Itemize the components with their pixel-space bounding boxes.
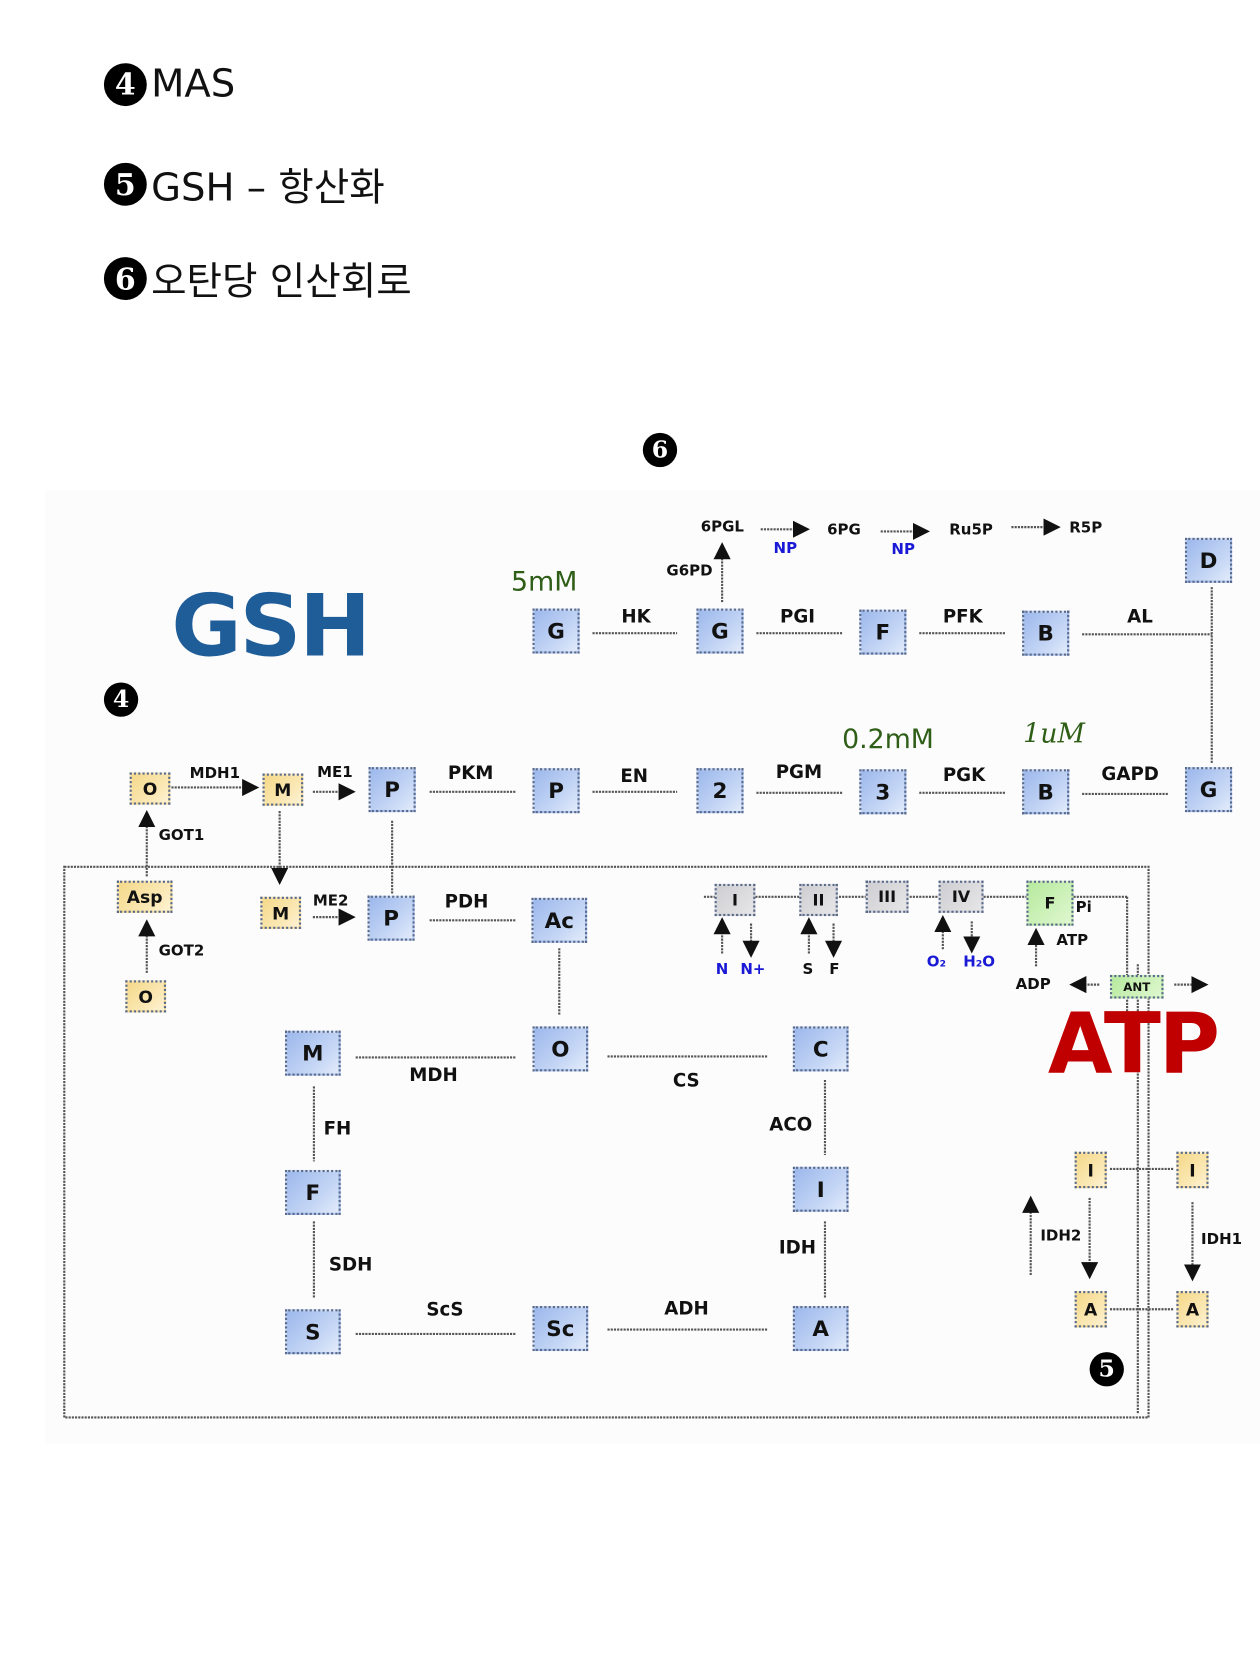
legend-label: MAS <box>151 62 236 107</box>
node-akg-mito: A <box>1074 1291 1107 1328</box>
node-fumarate: F <box>284 1169 341 1215</box>
node-succinyl-coa: Sc <box>532 1306 589 1352</box>
number-6-badge: 6 <box>103 257 147 300</box>
enzyme-scs: ScS <box>426 1299 464 1322</box>
node-bpg: B <box>1022 769 1070 815</box>
node-succinate: S <box>284 1309 341 1355</box>
node-oaa-cyto: O <box>129 772 171 805</box>
metabolite-ru5p: Ru5P <box>949 521 993 539</box>
node-pyruvate: P <box>368 767 416 813</box>
bpg-concentration: 1uM <box>1023 717 1085 749</box>
node-aspartate: Asp <box>116 880 173 913</box>
enzyme-g6pd: G6PD <box>666 562 713 580</box>
enzyme-me2: ME2 <box>312 892 349 910</box>
ant-transporter: ANT <box>1109 974 1164 999</box>
enzyme-hk: HK <box>621 606 651 628</box>
number-5-badge: 5 <box>103 162 147 206</box>
enzyme-mdh: MDH <box>409 1064 458 1087</box>
enzyme-got1: GOT1 <box>158 827 205 845</box>
enzyme-aco: ACO <box>769 1114 813 1136</box>
label-h2o: H₂O <box>963 953 996 971</box>
node-isocitrate-cyto: I <box>1176 1151 1209 1189</box>
node-akg: A <box>792 1306 849 1352</box>
node-acetyl-coa: Ac <box>531 897 588 943</box>
node-fbp: B <box>1022 610 1070 656</box>
node-malate-cyto: M <box>262 773 304 806</box>
label-o2: O₂ <box>926 953 947 971</box>
atp-heading: ATP <box>1047 996 1220 1093</box>
enzyme-me1: ME1 <box>317 763 353 782</box>
node-malate: M <box>284 1030 341 1076</box>
marker-6-badge: 6 <box>642 432 678 468</box>
enzyme-idh2: IDH2 <box>1040 1227 1082 1245</box>
enzyme-mdh1: MDH1 <box>189 764 241 783</box>
node-malate-mito: M <box>260 896 302 929</box>
node-g6p: G <box>696 608 744 654</box>
node-pep: P <box>532 768 580 814</box>
node-f6p: F <box>859 609 907 655</box>
label-atp: ATP <box>1056 932 1089 950</box>
node-isocitrate: I <box>792 1166 849 1212</box>
enzyme-pgi: PGI <box>779 606 816 628</box>
label-pi: Pi <box>1075 898 1092 917</box>
metabolite-r5p: R5P <box>1069 519 1103 537</box>
node-akg-cyto: A <box>1176 1291 1209 1328</box>
cofactor-np-1: NP <box>773 539 798 558</box>
label-nad-plus: N+ <box>740 961 766 979</box>
complex-i: I <box>714 883 756 917</box>
glucose-concentration: 5mM <box>511 565 578 597</box>
3pg-concentration: 0.2mM <box>842 723 934 755</box>
enzyme-idh1: IDH1 <box>1201 1231 1243 1249</box>
node-3pg: 3 <box>859 769 907 815</box>
node-citrate: C <box>792 1026 849 1072</box>
enzyme-adh: ADH <box>664 1298 709 1320</box>
number-4-badge: 4 <box>103 62 147 106</box>
legend-item-mas: 4 MAS <box>103 62 236 107</box>
complex-iv: IV <box>938 880 984 913</box>
atp-synthase: F <box>1026 880 1074 926</box>
cofactor-np-2: NP <box>891 541 915 559</box>
node-glucose: G <box>532 608 580 654</box>
node-dhap: D <box>1184 537 1233 583</box>
complex-ii: II <box>799 883 838 917</box>
marker-4-badge: 4 <box>103 682 139 717</box>
legend-item-ppp: 6 오탄당 인산회로 <box>103 251 412 307</box>
legend-label: 오탄당 인산회로 <box>151 260 412 305</box>
metabolite-6pgl: 6PGL <box>700 518 745 536</box>
enzyme-pgk: PGK <box>942 764 986 787</box>
node-isocitrate-mito: I <box>1074 1151 1107 1189</box>
node-oxaloacetate: O <box>532 1026 589 1072</box>
marker-5-badge: 5 <box>1089 1352 1124 1387</box>
node-2pg: 2 <box>696 768 744 814</box>
enzyme-al: AL <box>1127 606 1153 628</box>
enzyme-pfk: PFK <box>942 606 983 628</box>
enzyme-gapd: GAPD <box>1101 763 1159 786</box>
enzyme-idh: IDH <box>778 1237 817 1259</box>
legend-item-gsh: 5 GSH – 항산화 <box>103 156 385 212</box>
legend-label: GSH – 항산화 <box>151 166 385 210</box>
label-succinate: S <box>802 961 814 979</box>
node-pyruvate-mito: P <box>367 895 415 941</box>
metabolite-6pg: 6PG <box>827 521 861 539</box>
enzyme-pkm: PKM <box>447 762 494 785</box>
enzyme-sdh: SDH <box>328 1254 373 1277</box>
node-g3p: G <box>1184 767 1233 813</box>
complex-iii: III <box>865 880 909 913</box>
label-fumarate: F <box>829 961 840 979</box>
label-nadh: N <box>715 961 729 979</box>
label-adp: ADP <box>1015 976 1051 994</box>
gsh-heading: GSH <box>171 576 371 677</box>
node-oaa-mito: O <box>125 980 167 1013</box>
enzyme-got2: GOT2 <box>158 942 205 960</box>
enzyme-pdh: PDH <box>444 891 489 913</box>
enzyme-pgm: PGM <box>775 761 823 784</box>
enzyme-en: EN <box>620 766 649 788</box>
enzyme-cs: CS <box>672 1070 700 1092</box>
enzyme-fh: FH <box>323 1118 352 1140</box>
